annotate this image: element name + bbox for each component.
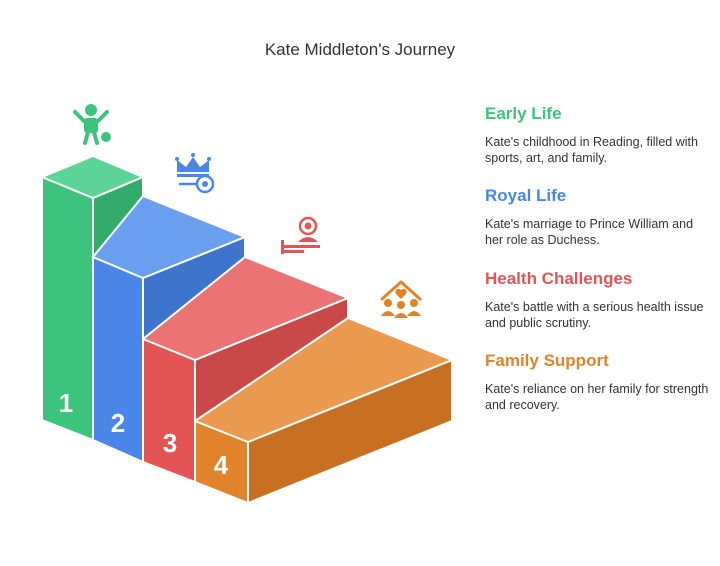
diagram-title: Kate Middleton's Journey [264, 40, 456, 59]
crown-ring-icon [175, 153, 215, 194]
step-number-3: 3 [163, 428, 177, 458]
step-4-block [194, 317, 453, 504]
legend-item-early-life: Early Life Kate's childhood in Reading, … [485, 104, 710, 166]
child-with-ball-icon [73, 104, 111, 145]
legend-item-health-challenges: Health Challenges Kate's battle with a s… [485, 269, 710, 331]
legend-desc-health-challenges: Kate's battle with a serious health issu… [485, 300, 704, 330]
legend-title-royal-life: Royal Life [485, 186, 567, 205]
step-3-block [142, 256, 349, 483]
step-number-2: 2 [111, 408, 125, 438]
legend-title-health-challenges: Health Challenges [485, 269, 633, 288]
step-number-4: 4 [214, 450, 229, 480]
step-number-1: 1 [59, 388, 73, 418]
legend-title-early-life: Early Life [485, 104, 562, 123]
patient-bed-icon [281, 216, 320, 254]
legend-title-family-support: Family Support [485, 351, 609, 370]
legend-desc-early-life: Kate's childhood in Reading, filled with… [485, 135, 698, 165]
legend-item-family-support: Family Support Kate's reliance on her fa… [485, 351, 710, 413]
family-home-icon [380, 280, 422, 318]
legend-desc-family-support: Kate's reliance on her family for streng… [485, 382, 709, 412]
legend-item-royal-life: Royal Life Kate's marriage to Prince Wil… [485, 186, 710, 248]
legend-desc-royal-life: Kate's marriage to Prince William and he… [485, 217, 694, 247]
